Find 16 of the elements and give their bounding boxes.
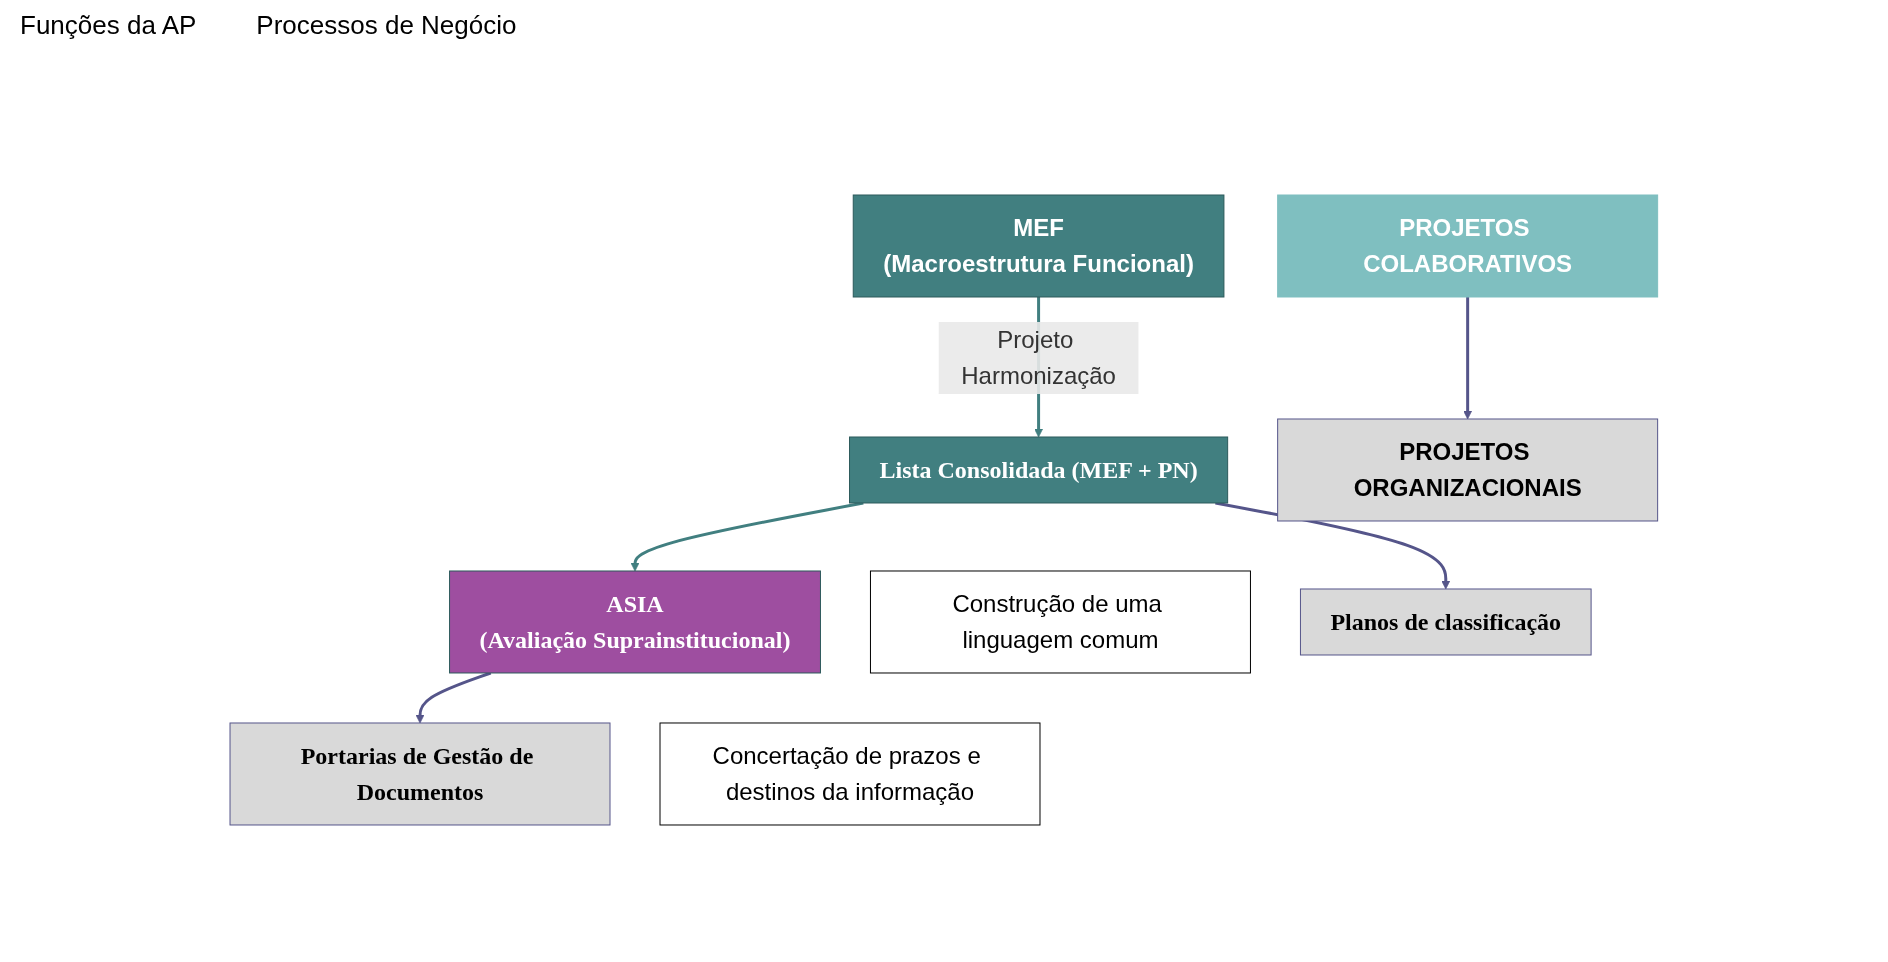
node-box: Portarias de Gestão de Documentos xyxy=(229,722,611,826)
node-box: Planos de classificação xyxy=(1300,588,1592,656)
node-box: PROJETOS COLABORATIVOS xyxy=(1277,194,1659,298)
arrow xyxy=(415,671,492,724)
node-box: Concertação de prazos e destinos da informação xyxy=(659,722,1041,826)
edge-label: Projeto Harmonização xyxy=(961,326,1117,389)
note-text: Funções da AP xyxy=(20,10,197,41)
node-box: PROJETOS ORGANIZACIONAIS xyxy=(1277,418,1659,522)
node-box: Lista Consolidada (MEF + PN) xyxy=(849,436,1229,504)
arrow xyxy=(630,501,864,572)
node-box: MEF (Macroestrutura Funcional) xyxy=(852,194,1225,298)
arrow xyxy=(1463,297,1473,420)
node-box: Construção de uma linguagem comum xyxy=(870,570,1252,674)
node-box: ASIA (Avaliação Suprainstitucional) xyxy=(449,570,822,674)
arrow xyxy=(1215,501,1451,590)
note-text: Processos de Negócio xyxy=(256,10,517,41)
